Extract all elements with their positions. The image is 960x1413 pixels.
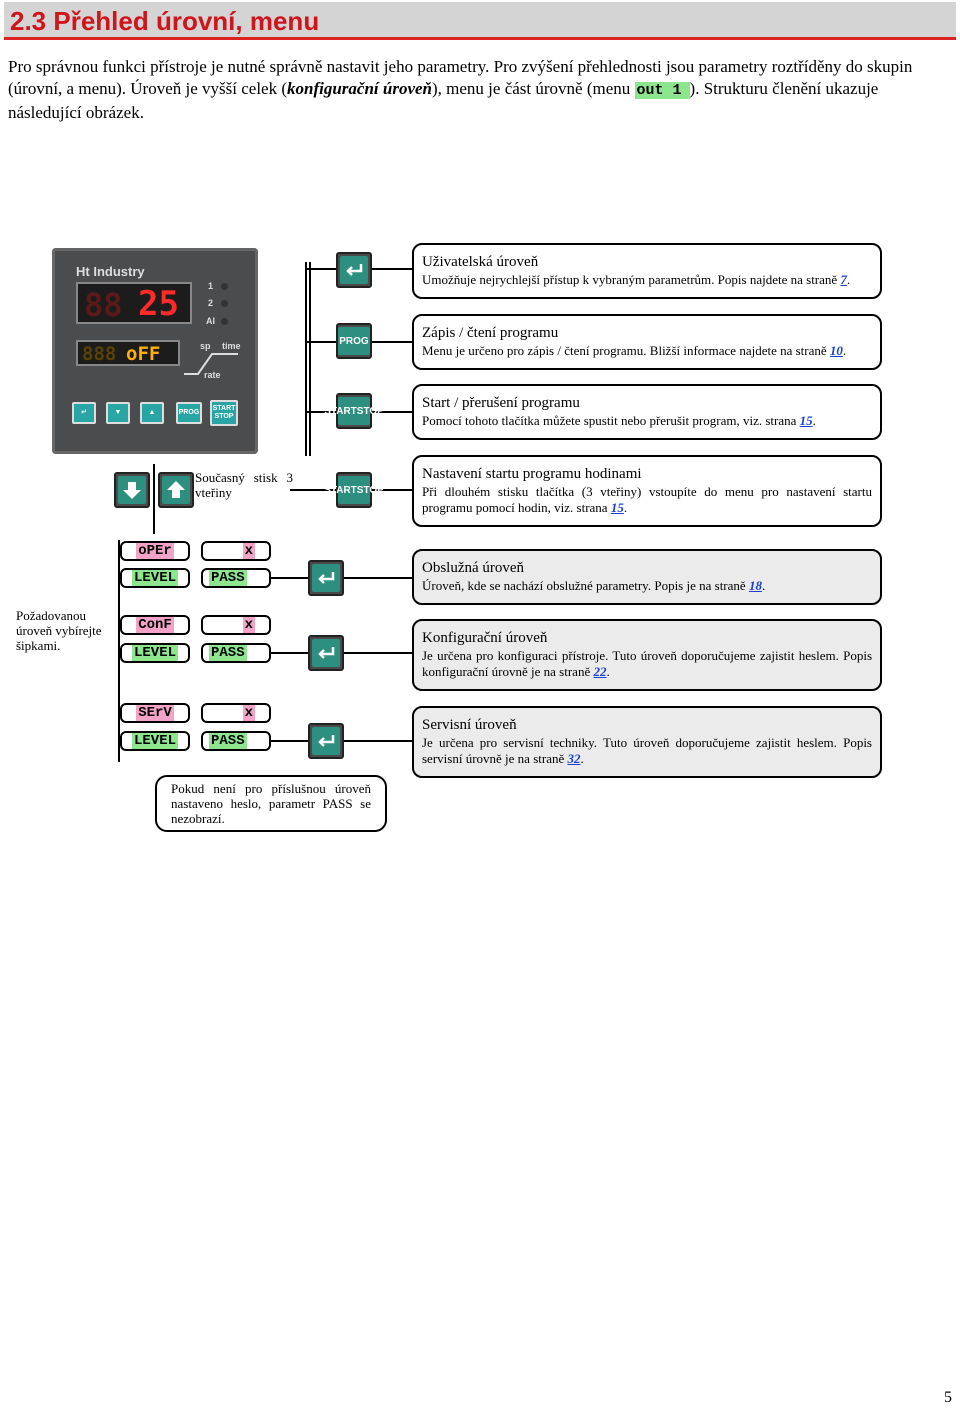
chip-level-conf: LEVEL (120, 643, 190, 663)
enter-button-serv[interactable] (308, 723, 344, 759)
oper-page-link[interactable]: 18 (748, 578, 762, 593)
intro-code: out 1 (634, 82, 690, 99)
device-up-key[interactable]: ▲ (140, 402, 164, 424)
serv-title: Servisní úroveň (422, 717, 517, 733)
page-header: 2.3 Přehled úrovní, menu (4, 2, 956, 40)
enter-button-oper[interactable] (308, 560, 344, 596)
connector-chips (118, 540, 120, 762)
prog-title: Zápis / čtení programu (422, 325, 559, 341)
arrows-note: Požadovanou úroveň vybírejte šipkami. (16, 608, 102, 653)
user-level-box: Uživatelská úroveň Umožňuje nejrychlejší… (412, 243, 882, 299)
user-level-page-link[interactable]: 7 (840, 272, 847, 287)
intro-text-1: Pro správnou funkci přístroje je nutné s… (8, 57, 913, 98)
device-prog-key[interactable]: PROG (176, 402, 202, 424)
page-number: 5 (944, 1389, 952, 1406)
label-rate: rate (204, 370, 221, 380)
start-title: Start / přerušení programu (422, 395, 580, 411)
password-note: Pokud není pro příslušnou úroveň nastave… (171, 781, 371, 826)
device-enter-key[interactable]: ↵ (72, 402, 96, 424)
chip-pass-conf: PASS (201, 643, 271, 663)
conf-text: Je určena pro konfiguraci přístroje. Tut… (422, 648, 872, 679)
connector-v3 (153, 464, 155, 534)
led-2 (221, 300, 228, 307)
intro-emphasis: konfigurační úroveň (287, 79, 432, 98)
ramp-icon (184, 353, 238, 375)
user-level-text: Umožňuje nejrychlejší přístup k vybraným… (422, 272, 841, 287)
label-time: time (222, 341, 241, 351)
conf-box: Konfigurační úroveň Je určena pro konfig… (412, 619, 882, 691)
chip-level-oper: LEVEL (120, 568, 190, 588)
oper-box: Obslužná úroveň Úroveň, kde se nachází o… (412, 549, 882, 605)
chip-pass-serv: PASS (201, 731, 271, 751)
led-label-1: 1 (208, 281, 214, 291)
upper-display: 88 25 (76, 282, 192, 324)
prog-box: Zápis / čtení programu Menu je určeno pr… (412, 314, 882, 370)
intro-text-2: ), menu je část úrovně (menu (432, 79, 635, 98)
conf-page-link[interactable]: 22 (593, 664, 607, 679)
serv-text: Je určena pro servisní techniky. Tuto úr… (422, 735, 872, 766)
prog-button[interactable]: PROG (336, 323, 372, 359)
led-label-ai: AI (206, 316, 215, 326)
connector-v2 (309, 262, 311, 456)
up-arrow-button[interactable] (158, 472, 194, 508)
chip-serv: SErV (120, 703, 190, 723)
device-brand: Ht Industry (76, 264, 145, 279)
chip-oper: oPEr (120, 541, 190, 561)
arrow-up-icon (162, 476, 190, 504)
connector-v1 (305, 262, 307, 456)
chip-x-conf: x (201, 615, 271, 635)
prog-text: Menu je určeno pro zápis / čtení program… (422, 343, 830, 358)
enter-icon (340, 256, 368, 284)
led-label-2: 2 (208, 298, 214, 308)
enter-icon (312, 639, 340, 667)
chip-pass-oper: PASS (201, 568, 271, 588)
chip-conf: ConF (120, 615, 190, 635)
conf-title: Konfigurační úroveň (422, 630, 548, 646)
intro-paragraph: Pro správnou funkci přístroje je nutné s… (8, 56, 948, 124)
device-down-key[interactable]: ▼ (106, 402, 130, 424)
chip-level-serv: LEVEL (120, 731, 190, 751)
lower-display-value: oFF (126, 343, 161, 365)
start-page-link[interactable]: 15 (799, 413, 813, 428)
controller-device: Ht Industry 88 25 888 oFF 1 2 AI sp time… (52, 248, 258, 454)
enter-button-user[interactable] (336, 252, 372, 288)
clock-text: Při dlouhém stisku tlačítka (3 vteřiny) … (422, 484, 872, 515)
simultaneous-note: Současný stisk 3 vteřiny (195, 470, 293, 500)
chip-x-oper: x (201, 541, 271, 561)
chip-x-serv: x (201, 703, 271, 723)
intro-text-3: ). Strukturu členění ukazuje následující… (8, 79, 879, 122)
lower-display-dim: 888 (82, 343, 117, 365)
clock-box: Nastavení startu programu hodinami Při d… (412, 455, 882, 527)
prog-page-link[interactable]: 10 (829, 343, 843, 358)
down-arrow-button[interactable] (114, 472, 150, 508)
led-ai (221, 318, 228, 325)
led-1 (221, 283, 228, 290)
serv-box: Servisní úroveň Je určena pro servisní t… (412, 706, 882, 778)
arrow-down-icon (118, 476, 146, 504)
label-sp: sp (200, 341, 211, 351)
upper-display-value: 25 (138, 284, 179, 324)
upper-display-dim: 88 (84, 286, 123, 324)
oper-text: Úroveň, kde se nachází obslužné parametr… (422, 578, 749, 593)
prog-button-label: PROG (338, 327, 370, 355)
enter-icon (312, 564, 340, 592)
start-box: Start / přerušení programu Pomocí tohoto… (412, 384, 882, 440)
lower-display: 888 oFF (76, 340, 180, 366)
serv-page-link[interactable]: 32 (567, 751, 581, 766)
enter-icon (312, 727, 340, 755)
clock-page-link[interactable]: 15 (610, 500, 624, 515)
clock-title: Nastavení startu programu hodinami (422, 466, 642, 482)
password-note-box: Pokud není pro příslušnou úroveň nastave… (155, 775, 387, 832)
user-level-title: Uživatelská úroveň (422, 254, 539, 270)
start-text: Pomocí tohoto tlačítka můžete spustit ne… (422, 413, 800, 428)
oper-title: Obslužná úroveň (422, 560, 525, 576)
page-title: 2.3 Přehled úrovní, menu (10, 6, 320, 36)
enter-button-conf[interactable] (308, 635, 344, 671)
device-startstop-key[interactable]: START STOP (210, 400, 238, 426)
